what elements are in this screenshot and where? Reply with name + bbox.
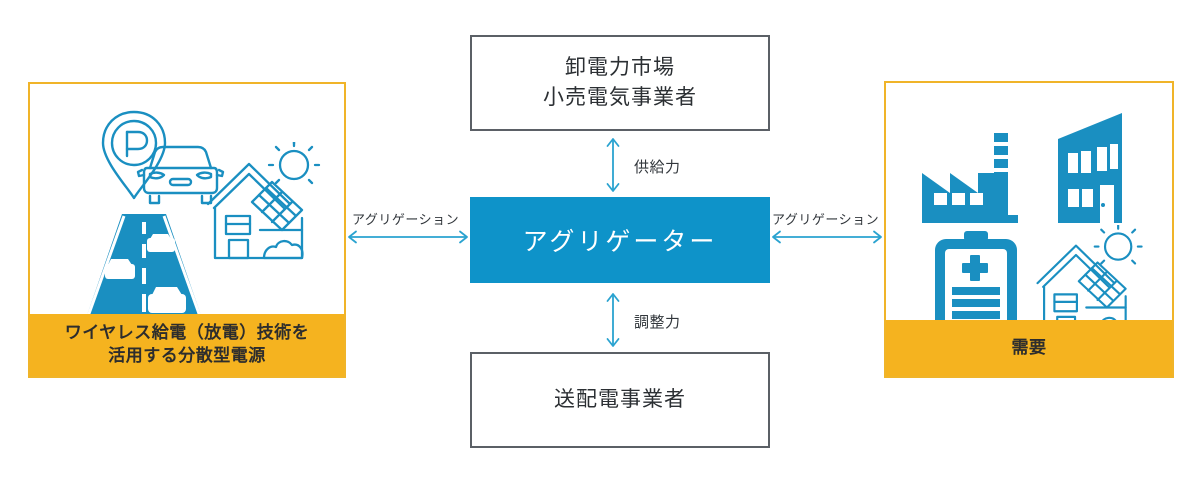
aggregator-label: アグリゲーター [522, 228, 718, 256]
solar-house-icon [206, 142, 321, 260]
connector-adjustment-capacity-label: 調整力 [634, 314, 681, 331]
double-arrow-vertical-icon [606, 293, 620, 347]
double-arrow-horizontal-icon [348, 230, 468, 244]
left-caption-line-1: ワイヤレス給電（放電）技術を [64, 323, 310, 343]
double-arrow-vertical-icon [606, 138, 620, 192]
left-panel-illustration [30, 84, 344, 314]
connector-right-aggregation-label: アグリゲーション [772, 212, 880, 227]
box-transmission-distribution: 送配電事業者 [470, 352, 770, 448]
box-aggregator: アグリゲーター [470, 197, 770, 283]
box-wholesale-retail: 卸電力市場 小売電気事業者 [470, 35, 770, 131]
solar-house-icon [1036, 225, 1143, 320]
left-panel-caption: ワイヤレス給電（放電）技術を 活用する分散型電源 [30, 314, 344, 376]
connector-supply-capacity [604, 135, 622, 195]
connector-adjustment-capacity [604, 290, 622, 350]
left-panel-distributed-energy: ワイヤレス給電（放電）技術を 活用する分散型電源 [28, 82, 346, 378]
connector-left-aggregation [344, 228, 472, 246]
factory-icon [922, 133, 1018, 223]
connector-right-aggregation [768, 228, 886, 246]
right-panel-caption: 需要 [886, 320, 1172, 376]
double-arrow-horizontal-icon [772, 230, 882, 244]
right-panel-demand: 需要 [884, 81, 1174, 378]
office-building-icon [1058, 113, 1122, 223]
bottom-box-line-1: 送配電事業者 [554, 387, 686, 411]
top-box-line-2: 小売電気事業者 [543, 86, 697, 109]
top-box-line-1: 卸電力市場 [565, 55, 675, 79]
right-panel-illustration [886, 83, 1172, 320]
road-cars-icon [87, 214, 201, 314]
right-caption-text: 需要 [1011, 337, 1047, 357]
battery-icon [935, 231, 1017, 320]
connector-supply-capacity-label: 供給力 [634, 159, 681, 176]
parking-car-icon [101, 110, 225, 205]
connector-left-aggregation-label: アグリゲーション [352, 212, 460, 227]
left-caption-line-2: 活用する分散型電源 [108, 346, 266, 365]
